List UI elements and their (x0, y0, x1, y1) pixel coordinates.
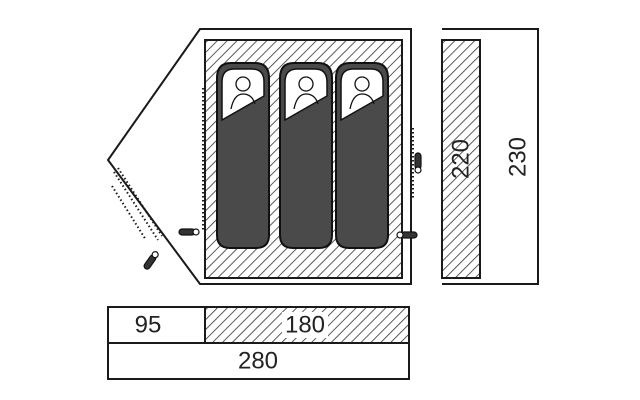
vestibule-length-label: 95 (135, 312, 162, 339)
sleeping-bags (216, 62, 389, 249)
vestibule-door-zipper (117, 167, 163, 237)
peg-icon (143, 251, 159, 270)
pegs (143, 152, 422, 270)
peg-icon (178, 228, 200, 236)
peg-icon (396, 231, 418, 239)
sleeping-bag (216, 62, 270, 249)
vestibule-door-zipper (111, 185, 147, 241)
inner-length-label: 180 (285, 312, 325, 339)
outer-depth-dimension: 230 (442, 28, 539, 285)
inner-depth-label: 220 (448, 139, 475, 179)
sleeping-bag (335, 62, 389, 249)
sleeping-bag (279, 62, 333, 249)
person-head-icon (293, 76, 319, 110)
person-head-icon (230, 76, 256, 110)
inner-depth-dimension: 220 (441, 39, 481, 279)
length-dimensions: 95 180 (107, 306, 410, 344)
total-length-dimension: 280 (107, 342, 410, 380)
total-length-label: 280 (238, 348, 278, 375)
zipper-lines (111, 88, 414, 241)
tent-outline (106, 28, 412, 285)
outer-depth-label: 230 (505, 137, 532, 177)
peg-icon (414, 152, 422, 174)
vestibule-door-zipper (113, 171, 159, 241)
person-head-icon (349, 76, 375, 110)
